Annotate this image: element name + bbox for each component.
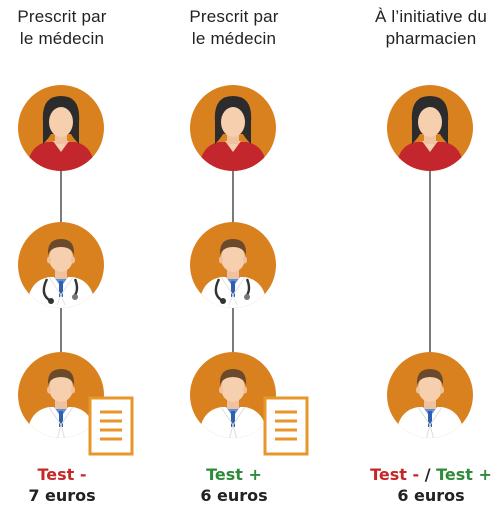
column-3-result: Test - / Test + 6 euros [341, 464, 500, 506]
column-2-title: Prescrit par le médecin [159, 6, 309, 50]
column-3-title-line1: À l’initiative du [374, 7, 488, 26]
test-negative-label: Test - [37, 465, 87, 484]
document-icon [88, 396, 134, 456]
price-label: 6 euros [200, 486, 268, 505]
column-1-title-line1: Prescrit par [17, 7, 107, 26]
doctor-icon [190, 222, 276, 310]
price-label: 6 euros [397, 486, 465, 505]
column-1-result: Test - 7 euros [0, 464, 152, 506]
column-1-title: Prescrit par le médecin [0, 6, 137, 50]
column-2-title-line1: Prescrit par [189, 7, 279, 26]
test-negative-label: Test - [370, 465, 420, 484]
patient-icon [18, 85, 104, 173]
column-3-title: À l’initiative du pharmacien [356, 6, 500, 50]
test-positive-label: Test + [436, 465, 492, 484]
column-1-title-line2: le médecin [19, 29, 105, 48]
column-3-title-line2: pharmacien [385, 29, 477, 48]
pharmacist-icon [190, 352, 276, 440]
document-icon [263, 396, 309, 456]
pharmacist-icon [387, 352, 473, 440]
doctor-icon [18, 222, 104, 310]
price-label: 7 euros [28, 486, 96, 505]
patient-icon [387, 85, 473, 173]
column-2-title-line2: le médecin [191, 29, 277, 48]
column-2-result: Test + 6 euros [144, 464, 324, 506]
patient-icon [190, 85, 276, 173]
result-separator: / [424, 465, 431, 484]
test-positive-label: Test + [206, 465, 262, 484]
